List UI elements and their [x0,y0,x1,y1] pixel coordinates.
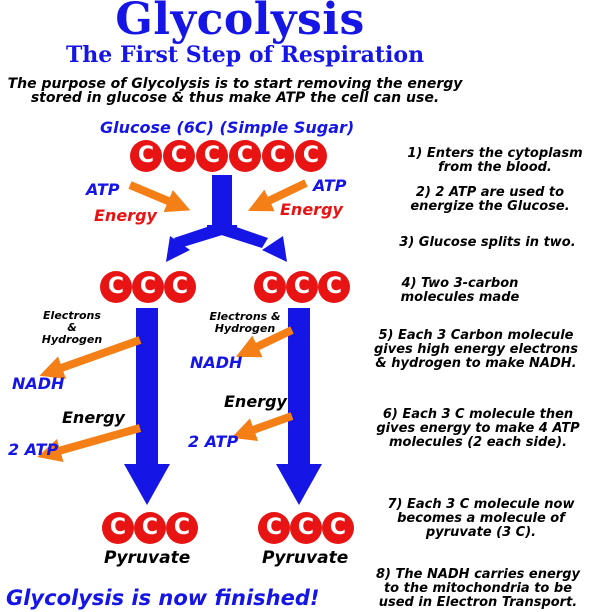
step-line: 8) The NADH carries energy [375,567,581,582]
atp-label-left: ATP [86,180,120,199]
step-line: 7) Each 3 C molecule now [387,497,575,512]
carbon-atom: C [258,512,290,544]
step-line: 3) Glucose splits in two. [399,235,576,250]
orange-arrow-nadh-right [235,326,294,358]
purpose-text: The purpose of Glycolysis is to start re… [0,77,470,105]
carbon-atom: C [164,271,196,303]
energy-label-out-right: Energy [224,392,287,411]
step-line: 2) 2 ATP are used to [415,185,565,200]
ampersand-line: & [67,321,77,334]
nadh-label-left: NADH [12,374,65,393]
orange-arrow-atp-out-right [231,412,294,441]
step-line: 5) Each 3 Carbon molecule [378,328,574,343]
carbon-atom: C [322,512,354,544]
electrons-hydrogen-label-left: Electrons & Hydrogen [36,310,108,346]
orange-arrow-atp-right [247,179,308,212]
hydrogen-line: Hydrogen [41,333,103,346]
orange-arrow-atp-out-left [37,424,142,463]
orange-arrow-nadh-left [39,336,142,380]
carbon-atom: C [295,140,327,172]
purpose-line: The purpose of Glycolysis is to start re… [7,76,463,92]
blue-split-arrow [166,175,287,262]
step-4: 4) Two 3-carbon molecules made [360,277,560,305]
atp-out-label-right: 2 ATP [188,432,239,451]
hydrogen-line: Hydrogen [214,322,276,335]
step-5: 5) Each 3 Carbon molecule gives high ene… [355,329,597,371]
step-line: & hydrogen to make NADH. [375,356,577,371]
step-line: molecules made [400,290,520,305]
carbon-atom: C [196,140,228,172]
step-line: gives high energy electrons [373,342,579,357]
step-line: to the mitochondria to be [383,581,573,596]
energy-label-out-left: Energy [62,408,125,427]
footer-text: Glycolysis is now finished! [6,586,320,610]
step-line: from the blood. [438,160,552,175]
step-line: 1) Enters the cytoplasm [407,146,583,161]
step-1: 1) Enters the cytoplasm from the blood. [390,147,600,175]
carbon-atom: C [262,140,294,172]
step-line: energize the Glucose. [410,199,570,214]
purpose-line: stored in glucose & thus make ATP the ce… [30,90,440,106]
carbon-atom: C [130,140,162,172]
energy-label-right: Energy [280,200,343,219]
carbon-atom: C [229,140,261,172]
carbon-atom: C [166,512,198,544]
carbon-atom: C [163,140,195,172]
step-6: 6) Each 3 C molecule then gives energy t… [358,408,598,450]
step-line: pyruvate (3 C). [425,525,537,540]
blue-down-arrow-right [276,308,322,505]
step-7: 7) Each 3 C molecule now becomes a molec… [366,498,596,540]
carbon-atom: C [286,271,318,303]
electrons-line: Electrons [43,309,101,322]
pyruvate-label-left: Pyruvate [104,548,191,568]
carbon-atom: C [318,271,350,303]
step-line: 6) Each 3 C molecule then [382,407,574,422]
energy-label-left: Energy [94,206,157,225]
atp-out-label-left: 2 ATP [8,440,59,459]
carbon-atom: C [132,271,164,303]
orange-arrow-atp-left [128,181,191,213]
step-3: 3) Glucose splits in two. [380,236,595,250]
step-2: 2) 2 ATP are used to energize the Glucos… [390,186,590,214]
step-line: gives energy to make 4 ATP [376,421,580,436]
carbon-atom: C [102,512,134,544]
carbon-atom: C [254,271,286,303]
electrons-line: Electrons & [209,310,281,323]
glucose-label: Glucose (6C) (Simple Sugar) [100,118,355,137]
carbon-atom: C [134,512,166,544]
blue-down-arrow-left [124,308,170,505]
carbon-atom: C [100,271,132,303]
step-line: molecules (2 each side). [388,435,568,450]
step-line: 4) Two 3-carbon [401,276,519,291]
carbon-atom: C [290,512,322,544]
nadh-label-right: NADH [190,353,243,372]
pyruvate-label-right: Pyruvate [262,548,349,568]
page-subtitle: The First Step of Respiration [65,42,425,68]
step-line: used in Electron Transport. [378,595,578,610]
page-title: Glycolysis [115,0,365,45]
atp-label-right: ATP [313,176,347,195]
step-line: becomes a molecule of [397,511,565,526]
electrons-hydrogen-label-right: Electrons & Hydrogen [200,311,290,335]
step-8: 8) The NADH carries energy to the mitoch… [356,568,600,610]
